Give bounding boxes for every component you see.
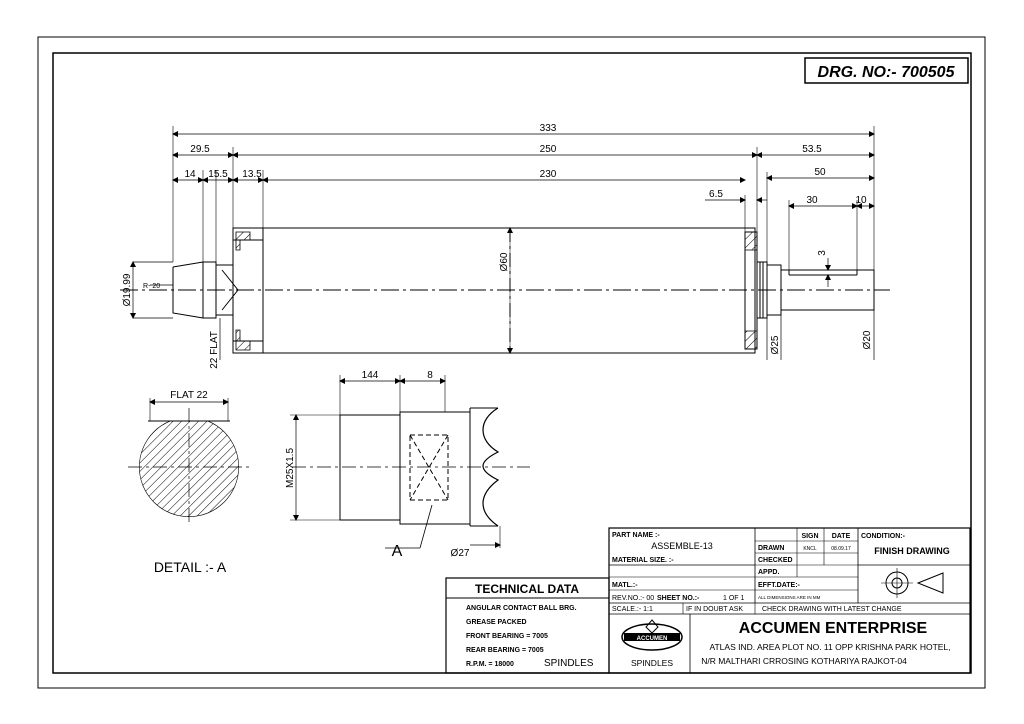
appd-label: APPD. xyxy=(758,569,779,576)
logo-caption: SPINDLES xyxy=(631,658,673,668)
check-note: CHECK DRAWING WITH LATEST CHANGE xyxy=(762,606,902,613)
projection-symbol-icon xyxy=(881,568,944,598)
condition-label: CONDITION:- xyxy=(861,533,906,540)
drawing-number-box: DRG. NO:- 700505 xyxy=(804,57,969,84)
tech-product: SPINDLES xyxy=(544,658,594,669)
date-header: DATE xyxy=(832,533,851,540)
sheet-value: 1 OF 1 xyxy=(723,595,745,602)
technical-data-title: TECHNICAL DATA xyxy=(475,582,579,596)
tech-line-5: R.P.M. = 18000 xyxy=(466,661,514,668)
end-cap-hatching xyxy=(235,231,758,351)
if-in-doubt: IF IN DOUBT ASK xyxy=(686,606,743,613)
flat-section-view: FLAT 22 DETAIL :- A xyxy=(128,390,252,575)
technical-data-box: TECHNICAL DATA ANGULAR CONTACT BALL BRG.… xyxy=(445,577,610,674)
dim-dia25: Ø25 xyxy=(770,335,781,354)
dim-30: 30 xyxy=(806,195,818,206)
condition-value: FINISH DRAWING xyxy=(874,546,950,556)
detail-a-texts: 144 8 M25X1.5 Ø27 A xyxy=(285,370,470,560)
dim-left-overhang: 29.5 xyxy=(190,144,210,155)
scale-label: SCALE.:- 1:1 xyxy=(612,606,653,613)
dim-flat22: FLAT 22 xyxy=(170,390,208,401)
dim-body-length: 250 xyxy=(540,144,557,155)
dim-50: 50 xyxy=(814,167,826,178)
dim-15-5: 15.5 xyxy=(208,169,228,180)
dim-overall: 333 xyxy=(540,123,557,134)
address-line-2: N/R MALTHARI CRROSING KOTHARIYA RAJKOT-0… xyxy=(701,656,907,666)
detail-label: DETAIL :- A xyxy=(154,559,227,575)
drawn-date: 08.09.17 xyxy=(831,546,851,552)
dim-r20: R- 20 xyxy=(143,283,160,290)
checked-label: CHECKED xyxy=(758,557,793,564)
tech-line-3: FRONT BEARING = 7005 xyxy=(466,633,548,640)
dim-10: 10 xyxy=(855,195,867,206)
dim-144: 144 xyxy=(362,370,379,381)
title-block xyxy=(608,527,971,674)
tech-line-2: GREASE PACKED xyxy=(466,619,527,626)
logo-text: ACCUMEN xyxy=(637,636,668,642)
dim-230: 230 xyxy=(540,169,557,180)
material-size-label: MATERIAL SIZE. :- xyxy=(612,557,674,564)
dim-6-5: 6.5 xyxy=(709,189,723,200)
section-letter-a: A xyxy=(392,543,403,560)
title-block-texts: PART NAME :- ASSEMBLE-13 MATERIAL SIZE. … xyxy=(612,532,951,668)
dimension-lines xyxy=(130,131,875,360)
extension-lines xyxy=(172,126,875,270)
dim-8: 8 xyxy=(427,370,433,381)
address-line-1: ATLAS IND. AREA PLOT NO. 11 OPP KRISHNA … xyxy=(709,642,950,652)
company-name: ACCUMEN ENTERPRISE xyxy=(739,620,928,637)
tech-line-4: REAR BEARING = 7005 xyxy=(466,647,544,654)
dim-dia60: Ø60 xyxy=(499,252,510,271)
units-note: ALL DIMENSIONS ARE IN MM xyxy=(758,595,821,600)
dim-dia20: Ø20 xyxy=(862,330,873,349)
dim-3: 3 xyxy=(817,250,828,256)
rev-label: REV.NO.:- 00 xyxy=(612,595,654,602)
part-name-label: PART NAME :- xyxy=(612,532,660,539)
tech-line-1: ANGULAR CONTACT BALL BRG. xyxy=(466,605,577,612)
sign-header: SIGN xyxy=(801,533,818,540)
company-logo-icon: ACCUMEN xyxy=(621,619,683,651)
part-name: ASSEMBLE-13 xyxy=(651,541,713,551)
dim-dia19-99: Ø19.99 xyxy=(122,273,133,306)
dim-dia27: Ø27 xyxy=(451,548,470,559)
spindle-main-view xyxy=(120,227,890,354)
detail-a-view xyxy=(290,375,530,549)
dim-thread: M25X1.5 xyxy=(285,448,296,488)
dim-22-flat: 22 FLAT xyxy=(209,331,220,369)
drawn-sign: KNCL xyxy=(803,546,817,552)
outer-frame xyxy=(37,36,986,689)
matl-label: MATL.:- xyxy=(612,582,638,589)
efft-date-label: EFFT.DATE:- xyxy=(758,582,801,589)
dim-14: 14 xyxy=(184,169,196,180)
main-dimension-texts: 333 29.5 250 53.5 14 15.5 13.5 230 6.5 5… xyxy=(122,123,873,369)
dim-right-overhang: 53.5 xyxy=(802,144,822,155)
drawing-number: DRG. NO:- 700505 xyxy=(818,64,956,81)
dim-13-5: 13.5 xyxy=(242,169,262,180)
sheet-label: SHEET NO.:- xyxy=(657,595,700,602)
drawn-label: DRAWN xyxy=(758,545,784,552)
